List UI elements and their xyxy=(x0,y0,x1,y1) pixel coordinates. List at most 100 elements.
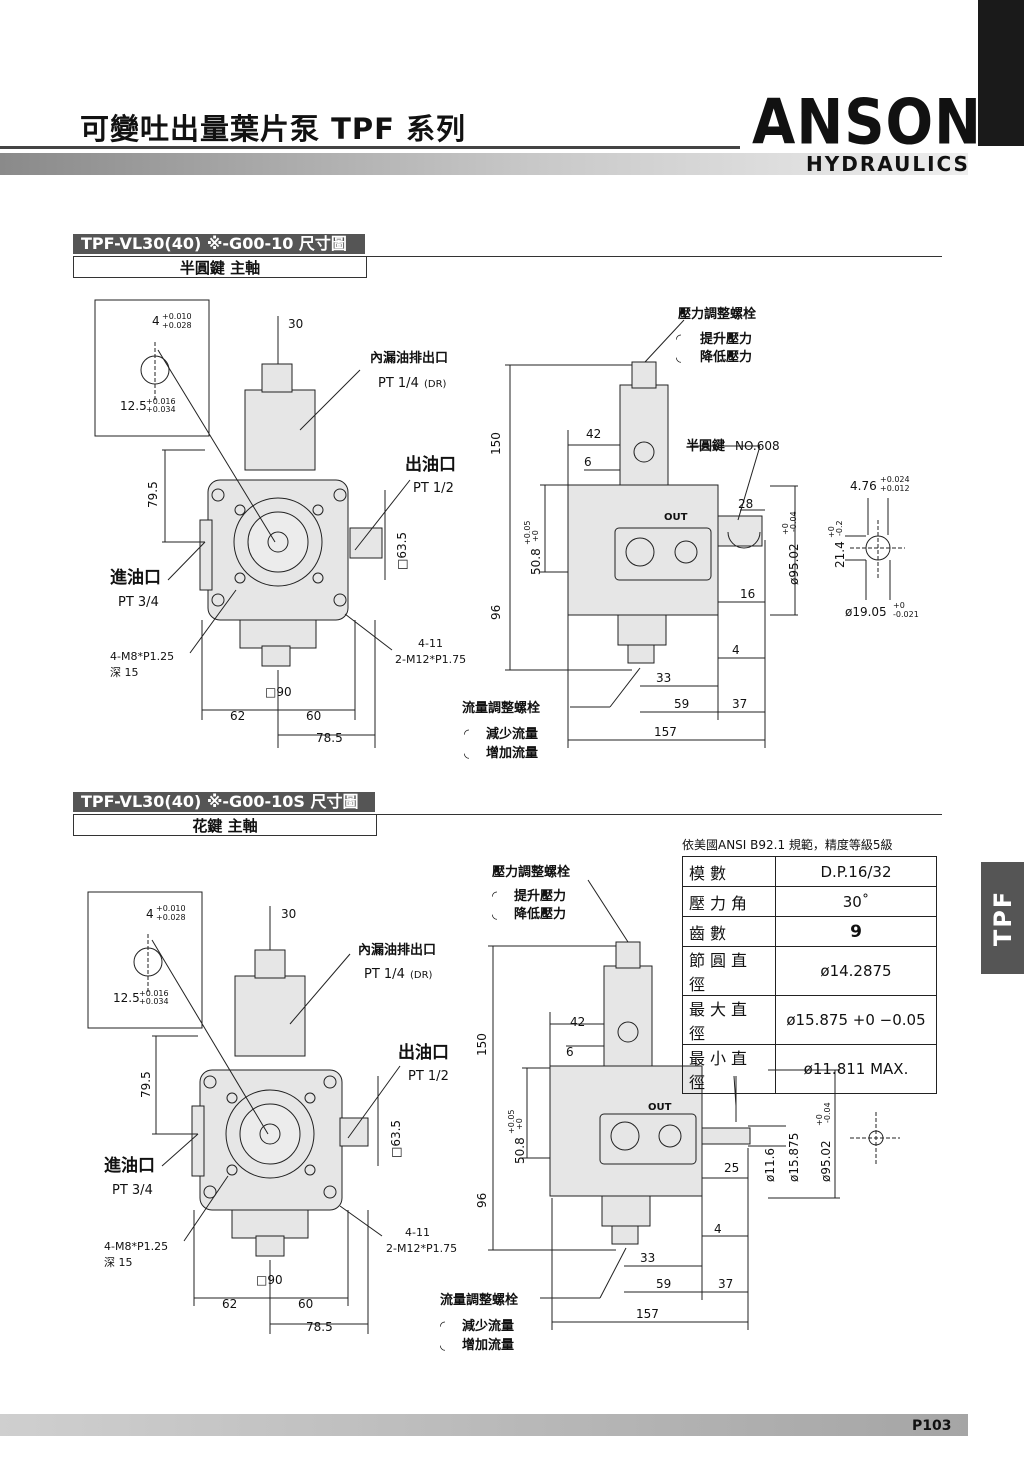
dim-25: 25 xyxy=(724,1161,739,1175)
out-label-2: OUT xyxy=(648,1102,672,1113)
svg-text:-0.021: -0.021 xyxy=(893,610,919,619)
svg-text:+0.05: +0.05 xyxy=(523,520,532,545)
svg-text:+0: +0 xyxy=(815,1114,824,1126)
dim-78-5-2: 78.5 xyxy=(306,1320,333,1334)
brand-subtitle: HYDRAULICS xyxy=(806,152,970,176)
dim-21-4: 21.4 xyxy=(833,541,847,568)
dim-95-02: ø95.02 xyxy=(787,543,801,585)
spec-key: 節圓直徑 xyxy=(682,946,776,996)
section2-title: TPF-VL30(40) ※-G00-10S 尺寸圖 xyxy=(73,792,375,812)
tap-label-2: 4-M8*P1.25 xyxy=(104,1240,168,1253)
key-depth-dim: 12.5 xyxy=(120,399,147,413)
footer-bar xyxy=(0,1414,968,1436)
dim-30: 30 xyxy=(288,317,303,331)
svg-text:+0.010: +0.010 xyxy=(162,312,192,321)
spec-key: 齒數 xyxy=(682,916,776,947)
section2-drawing: 4 +0.010 +0.028 12.5 +0.016 +0.034 30 內漏… xyxy=(87,864,900,1353)
dim-19-05: ø19.05 xyxy=(845,605,887,619)
spec-value: 9 xyxy=(775,916,937,947)
svg-text:(DR): (DR) xyxy=(424,379,447,390)
dim-33: 33 xyxy=(656,671,671,685)
inlet-spec: PT 3/4 xyxy=(118,595,159,610)
svg-text:+0.024: +0.024 xyxy=(880,475,910,484)
spec-value: ø11.811 MAX. xyxy=(775,1044,937,1094)
spec-key: 壓力角 xyxy=(682,886,776,917)
svg-text:+0: +0 xyxy=(893,601,905,610)
dim-4-2: 4 xyxy=(714,1222,722,1236)
svg-text:+0.016: +0.016 xyxy=(146,397,176,406)
pressure-down-icon-2: ◟ xyxy=(492,907,497,922)
dim-59-2: 59 xyxy=(656,1277,671,1291)
spline-spec-note: 依美國ANSI B92.1 規範，精度等級5級 xyxy=(682,838,893,852)
svg-text:降低壓力: 降低壓力 xyxy=(700,349,752,365)
front-view-body-2 xyxy=(191,949,369,1257)
dim-6: 6 xyxy=(584,455,592,469)
dim-90: □90 xyxy=(265,685,292,699)
key-detail-box xyxy=(94,299,210,437)
svg-text:+0.034: +0.034 xyxy=(146,405,176,414)
dim-79-5: 79.5 xyxy=(146,481,160,508)
svg-text:-0.04: -0.04 xyxy=(789,511,798,532)
out-label: OUT xyxy=(664,512,688,523)
dim-50-8: 50.8 xyxy=(529,548,543,575)
svg-text:+0.028: +0.028 xyxy=(162,321,192,330)
svg-text:+0.034: +0.034 xyxy=(139,997,169,1006)
dim-4: 4 xyxy=(732,643,740,657)
svg-text:提升壓力: 提升壓力 xyxy=(514,888,566,904)
svg-text:NO.608: NO.608 xyxy=(735,439,780,453)
page-title: 可變吐出量葉片泵 TPF 系列 xyxy=(80,112,467,146)
tap-label: 4-M8*P1.25 xyxy=(110,650,174,663)
dim-150: 150 xyxy=(489,432,503,455)
pressure-up-icon: ◜ xyxy=(676,332,681,347)
key-width-dim-2: 4 xyxy=(146,907,154,921)
dim-11-6: ø11.6 xyxy=(763,1148,777,1182)
inlet-label: 進油口 xyxy=(110,567,161,588)
svg-text:+0.05: +0.05 xyxy=(507,1109,516,1134)
svg-text:+0: +0 xyxy=(515,1118,524,1130)
outlet-label-2: 出油口 xyxy=(398,1042,449,1063)
svg-text:+0.028: +0.028 xyxy=(156,913,186,922)
svg-text:PT 3/4: PT 3/4 xyxy=(112,1183,153,1198)
svg-text:+0.012: +0.012 xyxy=(880,484,910,493)
dim-37-2: 37 xyxy=(718,1277,733,1291)
dim-60: 60 xyxy=(306,709,321,723)
section1-subtitle: 半圓鍵 主軸 xyxy=(73,256,367,278)
dim-96: 96 xyxy=(489,605,503,620)
flow-down-icon-2: ◜ xyxy=(440,1319,445,1334)
spec-key: 最小直徑 xyxy=(682,1044,776,1094)
flow-up-icon-2: ◟ xyxy=(440,1338,445,1353)
section1-rule xyxy=(365,256,942,257)
key-width-dim: 4 xyxy=(152,314,160,328)
dim-30-2: 30 xyxy=(281,907,296,921)
svg-text:-0.2: -0.2 xyxy=(835,520,844,536)
side-view-body-2 xyxy=(549,941,751,1245)
spec-key: 模數 xyxy=(682,856,776,887)
dim-96-2: 96 xyxy=(475,1193,489,1208)
dim-33-2: 33 xyxy=(640,1251,655,1265)
outlet-spec: PT 1/2 xyxy=(413,481,454,496)
dim-42-2: 42 xyxy=(570,1015,585,1029)
pressure-bolt-label: 壓力調整螺栓 xyxy=(678,306,756,322)
dim-78-5: 78.5 xyxy=(316,731,343,745)
dim-95-02-2: ø95.02 xyxy=(819,1140,833,1182)
dim-79-5-2: 79.5 xyxy=(139,1071,153,1098)
key-label: 半圓鍵 xyxy=(686,438,725,454)
flow-down-icon: ◜ xyxy=(464,727,469,742)
section2-rule xyxy=(375,814,942,815)
svg-text:+0: +0 xyxy=(827,526,836,538)
drain-label-2: 內漏油排出口 xyxy=(358,942,436,958)
svg-text:+0.010: +0.010 xyxy=(156,904,186,913)
mount-label: 4-11 xyxy=(418,637,443,650)
svg-text:PT 1/2: PT 1/2 xyxy=(408,1069,449,1084)
svg-text:深 15: 深 15 xyxy=(110,666,139,679)
svg-text:減少流量: 減少流量 xyxy=(462,1318,514,1334)
side-tab: TPF xyxy=(981,862,1024,974)
header-rule xyxy=(0,146,740,149)
dim-157-2: 157 xyxy=(636,1307,659,1321)
flow-up-icon: ◟ xyxy=(464,746,469,761)
